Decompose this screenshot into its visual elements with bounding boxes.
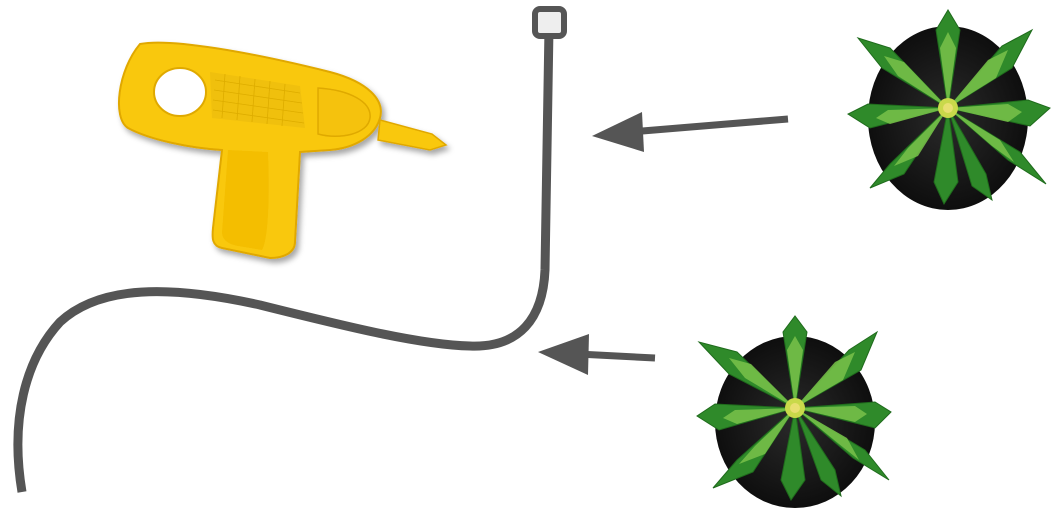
tube-end-cap-icon (535, 9, 564, 36)
potted-plant-bottom (697, 316, 891, 508)
tool-hole (154, 68, 206, 116)
leaves (697, 316, 891, 500)
arrow-to-tube-bottom (538, 334, 655, 375)
arrow-to-tube-top (592, 112, 788, 152)
hole-punch-tool-icon (119, 43, 446, 258)
leaves (848, 10, 1050, 204)
potted-plant-top (848, 10, 1050, 210)
